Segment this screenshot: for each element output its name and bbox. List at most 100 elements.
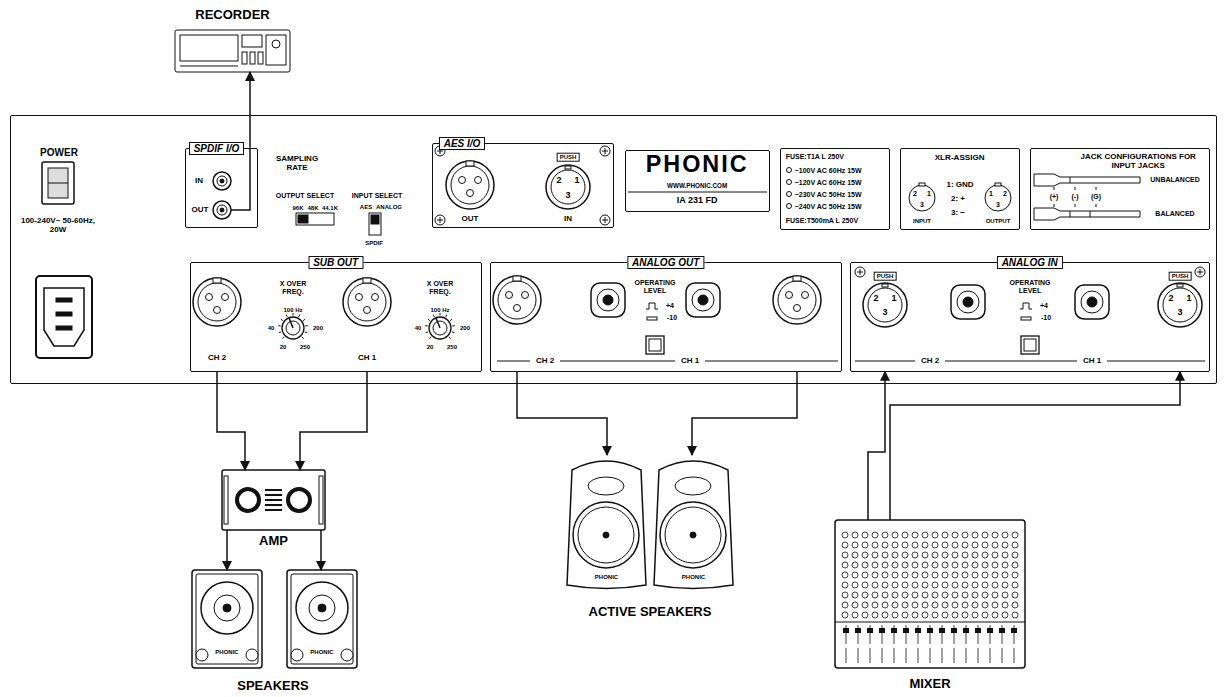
xlr-assign-box: XLR-ASSIGN	[900, 148, 1020, 230]
recorder-icon	[180, 66, 238, 67]
level-button	[649, 339, 661, 351]
analog-out-section: ANALOG OUT	[490, 262, 842, 372]
screw	[1195, 267, 1205, 277]
xlr-female-jack	[467, 190, 474, 197]
crossover-dial	[429, 317, 451, 339]
speaker-cabinet	[246, 649, 258, 661]
xlr-female-jack	[193, 278, 241, 326]
crossover-dial	[446, 315, 447, 317]
level-symbol	[646, 303, 658, 320]
active-speaker	[660, 502, 726, 568]
panel-label: SAMPLING RATE	[268, 155, 326, 173]
screw	[600, 215, 610, 225]
xlr-female-jack	[372, 294, 379, 301]
crossover-dial	[305, 325, 308, 326]
crossover-dial	[433, 315, 434, 317]
panel-label: INPUT SELECT	[352, 192, 403, 200]
mixer-icon	[840, 530, 1020, 620]
amplifier: AMP	[222, 470, 325, 530]
phone-jack	[698, 295, 708, 305]
recorder-icon	[272, 40, 280, 48]
panel-label: +4	[666, 302, 674, 310]
phone-jack	[951, 285, 985, 319]
push-tab: PUSH	[1169, 272, 1192, 281]
crossover-dial	[293, 313, 294, 316]
xlr-female-jack	[514, 305, 521, 312]
crossover-dial	[303, 319, 305, 321]
level-symbol	[646, 303, 658, 309]
xlr-female-jack	[773, 276, 821, 324]
signal-cable	[320, 530, 322, 570]
level-symbol	[1020, 303, 1032, 309]
channel-bracket	[945, 361, 1077, 362]
level-button	[646, 336, 664, 354]
panel-label: 1	[1186, 294, 1191, 304]
spdif-jacks	[231, 148, 250, 210]
sub-out-section: SUB OUT	[190, 262, 482, 372]
panel-label: OPERATING LEVEL	[628, 279, 683, 294]
node-text: XLR-ASSIGN	[901, 153, 1019, 162]
xlr-female-jack	[773, 276, 821, 324]
panel-label: INPUT	[913, 218, 931, 225]
panel-label: 3	[920, 201, 924, 209]
node-text: PHONIC	[565, 574, 648, 581]
panel-label: +4	[1040, 302, 1048, 310]
channel-bracket	[855, 361, 915, 362]
spdif-jacks	[213, 148, 250, 219]
spdif-jacks	[217, 176, 227, 186]
active-speaker	[690, 532, 696, 538]
panel-label: 2: +	[951, 195, 965, 204]
screw	[1195, 267, 1205, 277]
panel-label: 1	[927, 190, 931, 198]
crossover-dial	[278, 313, 308, 339]
panel-label: 48K	[307, 205, 318, 212]
panel-label: OUT	[192, 206, 209, 215]
panel-label: 200	[313, 325, 323, 332]
amplifier-icon	[319, 476, 323, 524]
xlr-female-jack	[466, 161, 474, 166]
jack-plug-symbol	[1054, 187, 1096, 207]
node-text: ~230V AC 50Hz 15W	[795, 191, 862, 199]
crossover-dial	[428, 319, 430, 321]
speaker-cabinet	[309, 595, 335, 621]
panel-label: 1	[891, 294, 896, 304]
xlr-male-jack	[546, 165, 590, 209]
crossover-dial	[305, 331, 307, 333]
screw	[600, 215, 610, 225]
xlr-female-jack	[198, 283, 236, 321]
panel-label: -10	[1041, 314, 1051, 322]
mixer-icon	[835, 520, 1025, 668]
amplifier-icon	[222, 470, 325, 530]
recorder-icon	[250, 52, 255, 64]
panel-label: 1	[989, 190, 993, 198]
active-speaker	[588, 477, 624, 495]
jack-plug-symbol	[1034, 174, 1140, 220]
screw	[857, 269, 863, 275]
xlr-female-jack	[793, 276, 801, 281]
panel-label: 100 Hz	[283, 307, 302, 314]
xlr-assign-symbol	[909, 185, 935, 211]
crossover-dial	[429, 337, 431, 339]
panel-label: CH 1	[681, 357, 699, 366]
screw	[600, 146, 610, 156]
logo-plate: PHONICWWW.PHONIC.COMIA 231 FD	[625, 150, 770, 212]
panel-label: 2	[873, 294, 878, 304]
spdif-jacks	[220, 208, 224, 212]
node-text: RECORDER	[155, 8, 310, 23]
xlr-female-jack	[214, 307, 221, 314]
spdif-section: SPDIF I/O	[185, 148, 258, 228]
active-speaker	[567, 461, 646, 589]
panel-label: X OVER FREQ.	[422, 280, 458, 295]
signal-cable	[890, 372, 1180, 520]
phone-jack	[686, 283, 720, 317]
jack-config-box: JACK CONFIGURATIONS FOR INPUT JACKS	[1030, 148, 1210, 230]
xlr-male-jack	[565, 166, 571, 169]
signal-cable	[226, 530, 228, 570]
crossover-dial	[440, 313, 441, 316]
spdif-jacks	[213, 201, 231, 219]
active-speaker	[603, 532, 609, 538]
level-symbol	[647, 317, 657, 320]
node-text: WWW.PHONIC.COM	[626, 182, 769, 189]
crossover-dial	[279, 331, 281, 333]
